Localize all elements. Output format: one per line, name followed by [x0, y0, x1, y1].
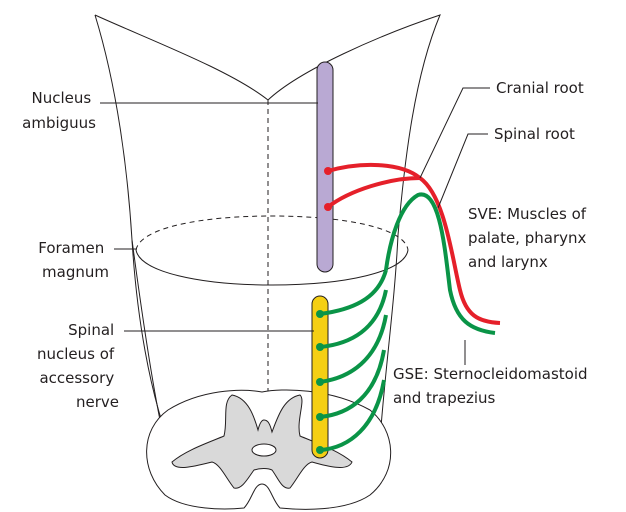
- label-sve-2: palate, pharynx: [468, 229, 586, 247]
- label-foramen-magnum: Foramen magnum: [38, 239, 109, 281]
- foramen-magnum-back: [136, 216, 408, 250]
- label-spinal-nucleus-1: Spinal: [68, 321, 114, 339]
- foramen-magnum-front: [136, 250, 408, 285]
- label-nucleus-ambiguus: Nucleus ambiguus: [22, 89, 96, 132]
- label-foramen-magnum-2: magnum: [42, 263, 109, 281]
- label-gse-2: and trapezius: [393, 389, 496, 407]
- label-spinal-nucleus: Spinal nucleus of accessory nerve: [37, 321, 119, 411]
- spinal-cord-left-line: [132, 240, 160, 420]
- label-spinal-nucleus-3: accessory: [39, 369, 114, 387]
- label-foramen-magnum-1: Foramen: [38, 239, 104, 257]
- label-gse: GSE: Sternocleidomastoid and trapezius: [393, 365, 592, 407]
- label-cranial-root: Cranial root: [496, 79, 584, 97]
- leader-lines: [100, 88, 490, 365]
- label-spinal-nucleus-2: nucleus of: [37, 345, 115, 363]
- label-nucleus-ambiguus-2: ambiguus: [22, 114, 96, 132]
- label-gse-1: GSE: Sternocleidomastoid: [393, 365, 588, 383]
- nucleus-ambiguus: [317, 62, 333, 272]
- spinal-nucleus: [312, 296, 328, 458]
- label-spinal-nucleus-4: nerve: [76, 393, 119, 411]
- central-canal: [252, 444, 276, 456]
- label-nucleus-ambiguus-1: Nucleus: [32, 89, 92, 107]
- label-spinal-root: Spinal root: [494, 125, 575, 143]
- label-sve-3: and larynx: [468, 253, 548, 271]
- label-sve-1: SVE: Muscles of: [468, 205, 587, 223]
- label-sve: SVE: Muscles of palate, pharynx and lary…: [468, 205, 591, 271]
